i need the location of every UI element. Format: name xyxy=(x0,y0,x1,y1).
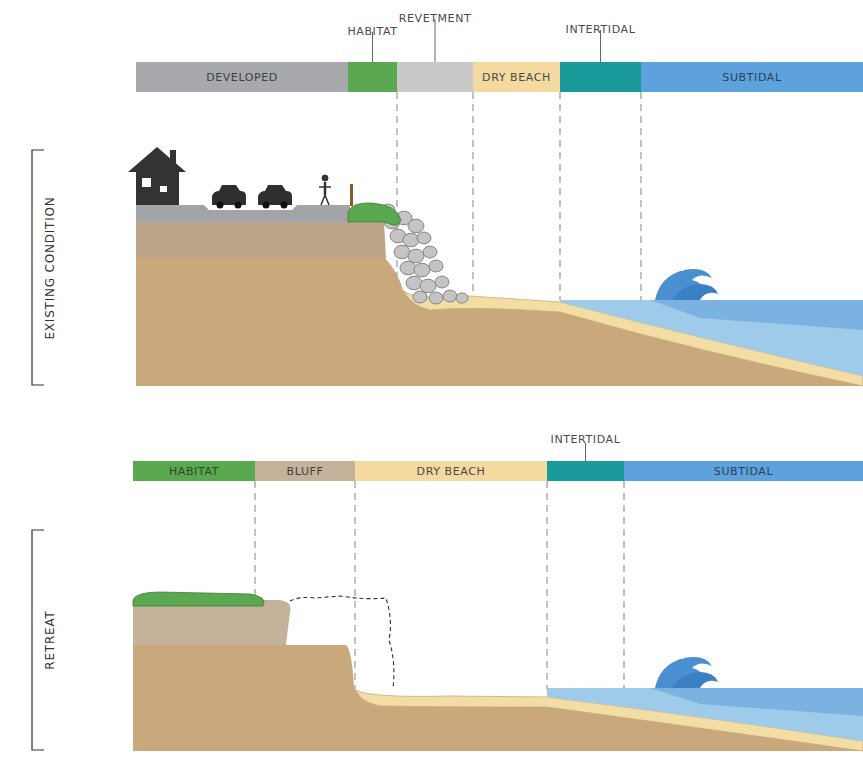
rock xyxy=(408,249,424,263)
rock xyxy=(420,279,436,293)
rock xyxy=(406,276,422,290)
zone-name: DRY BEACH xyxy=(482,71,551,84)
zone-divider xyxy=(354,481,355,690)
person xyxy=(319,175,331,205)
car xyxy=(235,202,242,209)
rock xyxy=(456,293,468,303)
wave-foam xyxy=(660,270,684,282)
zone-name: DEVELOPED xyxy=(206,71,278,84)
label-tick xyxy=(435,19,436,62)
car xyxy=(263,202,270,209)
house xyxy=(142,178,151,187)
wave-foam xyxy=(660,658,684,670)
house xyxy=(128,147,186,172)
zone-divider xyxy=(396,92,397,300)
section-bracket xyxy=(32,150,44,385)
zone-band-bluff: BLUFF xyxy=(255,461,355,481)
soil-layer xyxy=(136,222,386,258)
car xyxy=(281,202,288,209)
zone-band-dry-beach: DRY BEACH xyxy=(473,62,560,92)
zone-name: BLUFF xyxy=(287,465,324,478)
person xyxy=(324,182,327,195)
zone-label: HABITAT xyxy=(347,25,397,38)
zone-label: INTERTIDAL xyxy=(566,23,636,36)
zone-label: INTERTIDAL xyxy=(551,433,621,446)
water-deep xyxy=(650,688,863,716)
car xyxy=(212,185,246,205)
bluff-block xyxy=(133,600,291,645)
zone-band-habitat: HABITAT xyxy=(348,62,397,92)
zone-band-revetment: REVETMENT xyxy=(397,62,473,92)
rock xyxy=(435,276,449,288)
ground xyxy=(136,258,863,386)
rock xyxy=(429,260,443,272)
pavement xyxy=(136,205,350,222)
rock xyxy=(443,290,457,302)
house xyxy=(136,170,179,205)
water xyxy=(560,300,863,376)
zone-name: DRY BEACH xyxy=(417,465,486,478)
zone-name: SUBTIDAL xyxy=(722,71,781,84)
zone-divider xyxy=(472,92,473,295)
person xyxy=(321,195,325,205)
rock xyxy=(423,246,437,258)
existing-scene xyxy=(128,147,863,386)
former-bluff-outline xyxy=(290,596,394,688)
water xyxy=(547,688,863,741)
rock xyxy=(403,233,419,247)
house xyxy=(128,147,186,205)
fence-post xyxy=(350,184,353,206)
car xyxy=(212,185,292,209)
rock xyxy=(417,232,431,244)
rock xyxy=(413,291,427,303)
zone-divider xyxy=(254,481,255,600)
zone-divider xyxy=(623,481,624,690)
zone-band-habitat: HABITAT xyxy=(133,461,255,481)
zone-divider xyxy=(255,92,641,690)
zone-band-developed: DEVELOPED xyxy=(136,62,348,92)
zone-name: HABITAT xyxy=(169,465,219,478)
house xyxy=(170,150,176,164)
ground xyxy=(133,645,863,751)
rock xyxy=(429,292,443,304)
person xyxy=(322,175,328,181)
habitat-patch xyxy=(348,203,401,225)
section-label: EXISTING CONDITION xyxy=(43,196,57,339)
retreat-scene xyxy=(133,592,863,751)
person xyxy=(325,195,329,205)
car xyxy=(258,185,292,205)
zone-divider xyxy=(559,92,560,300)
zone-band-subtidal: SUBTIDAL xyxy=(641,62,863,92)
zone-band-intertidal: INTERTIDAL xyxy=(547,461,624,481)
section-label: RETREAT xyxy=(43,610,57,669)
water-deep xyxy=(650,300,863,330)
zone-divider xyxy=(546,481,547,690)
zone-band-subtidal: SUBTIDAL xyxy=(624,461,863,481)
zone-band-dry-beach: DRY BEACH xyxy=(355,461,547,481)
zone-name: SUBTIDAL xyxy=(714,465,773,478)
zone-label: REVETMENT xyxy=(399,12,472,25)
wave xyxy=(672,672,718,688)
car xyxy=(217,202,224,209)
house xyxy=(160,186,167,192)
person xyxy=(319,186,331,188)
rock xyxy=(414,263,430,277)
section-bracket xyxy=(32,530,44,750)
sand-layer xyxy=(404,292,863,386)
zone-band-intertidal: INTERTIDAL xyxy=(560,62,641,92)
zone-divider xyxy=(640,92,641,300)
wave xyxy=(672,284,718,300)
rock xyxy=(400,261,416,275)
rock xyxy=(408,219,424,233)
habitat-patch xyxy=(133,592,264,606)
